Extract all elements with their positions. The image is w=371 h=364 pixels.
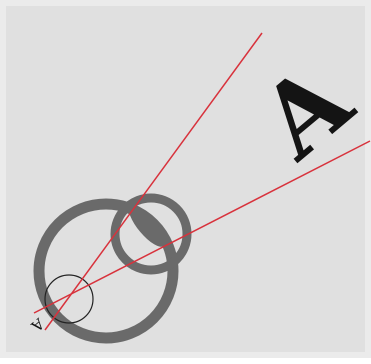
fovea-circle xyxy=(45,275,93,323)
upper-light-ray xyxy=(45,33,262,330)
eye-optics-diagram: A A xyxy=(6,6,371,364)
retinal-image-letter: A xyxy=(28,314,49,336)
lens xyxy=(123,200,170,251)
object-letter: A xyxy=(237,40,371,182)
